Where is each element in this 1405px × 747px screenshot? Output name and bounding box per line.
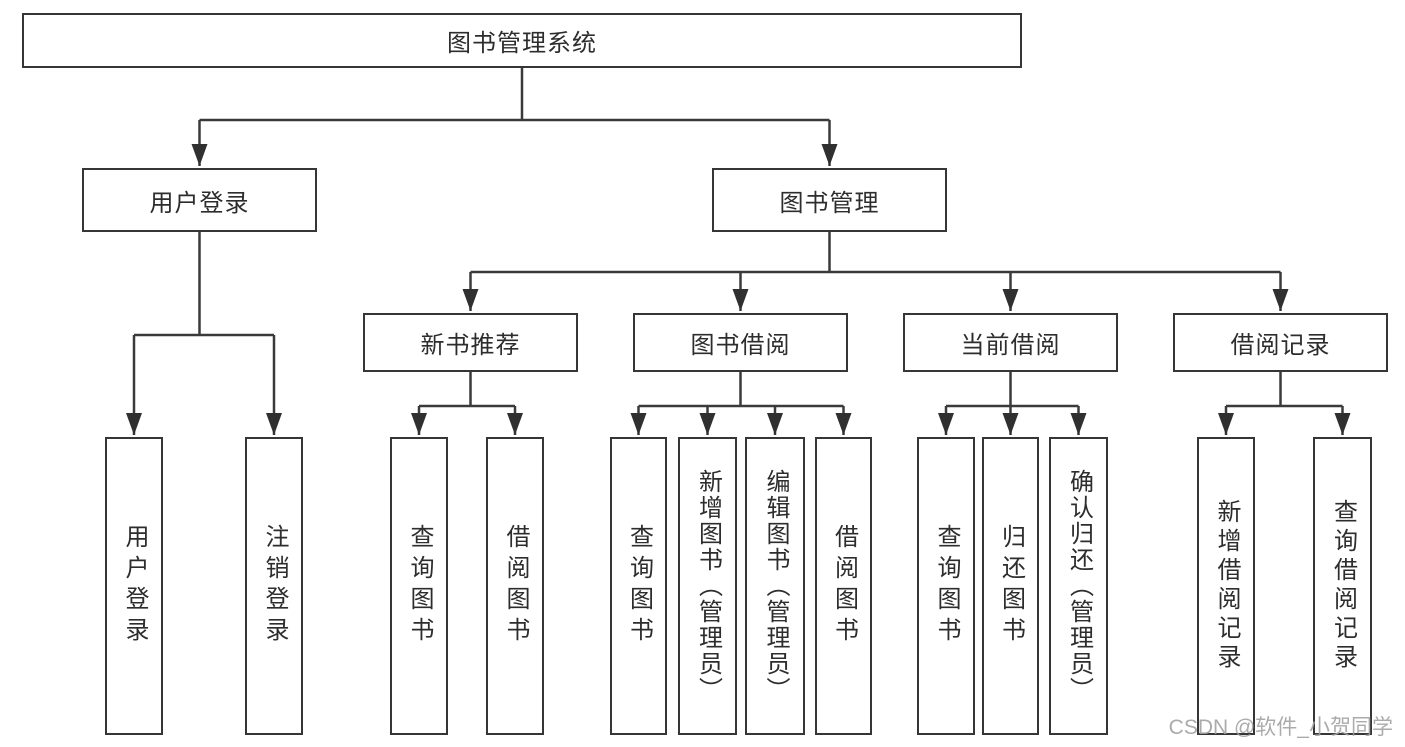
leaf-label: 查询图书 [625, 524, 653, 648]
node-label: 图书管理 [779, 189, 880, 217]
leaf-return-books: 归还图书 [982, 437, 1039, 735]
connector-user-login-children [126, 232, 282, 435]
leaf-label: 查询图书 [933, 524, 960, 648]
leaf-user-login: 用户登录 [105, 437, 163, 735]
csdn-watermark: CSDN @软件_小贺同学 [1168, 716, 1393, 739]
leaf-query-books-1: 查询图书 [390, 437, 448, 735]
leaf-label: 借阅图书 [830, 524, 858, 648]
leaf-label: 注销登录 [261, 524, 288, 648]
connector-borrow-records-children [1218, 372, 1351, 435]
node-label: 图书管理系统 [447, 30, 597, 57]
leaf-add-borrow-record: 新增借阅记录 [1197, 437, 1255, 735]
leaf-borrow-books-1: 借阅图书 [486, 437, 544, 735]
leaf-borrow-books-2: 借阅图书 [815, 437, 872, 735]
leaf-label: 查询图书 [406, 524, 433, 648]
node-borrow-records: 借阅记录 [1173, 313, 1388, 372]
leaf-label: 编辑图书（管理员） [762, 469, 789, 703]
leaf-query-books-2: 查询图书 [610, 437, 667, 735]
node-label: 当前借阅 [960, 332, 1061, 359]
connector-current-borrow-children [938, 372, 1087, 435]
leaf-edit-books-admin: 编辑图书（管理员） [745, 437, 805, 735]
leaf-label: 新增图书（管理员） [694, 469, 722, 703]
connector-root-to-level2 [191, 68, 838, 166]
node-book-borrow: 图书借阅 [633, 313, 848, 372]
node-label: 图书借阅 [690, 332, 791, 359]
node-label: 新书推荐 [420, 332, 521, 359]
node-label: 用户登录 [149, 189, 250, 217]
node-new-book-recommend: 新书推荐 [363, 313, 578, 372]
leaf-label: 查询借阅记录 [1329, 499, 1357, 673]
leaf-confirm-return-admin: 确认归还（管理员） [1049, 437, 1108, 735]
node-user-login: 用户登录 [82, 168, 317, 232]
leaf-query-borrow-record: 查询借阅记录 [1313, 437, 1372, 735]
leaf-label: 归还图书 [997, 524, 1025, 648]
leaf-logout: 注销登录 [245, 437, 303, 735]
leaf-label: 确认归还（管理员） [1065, 469, 1093, 703]
connector-book-borrow-children [630, 372, 852, 435]
node-current-borrow: 当前借阅 [903, 313, 1118, 372]
node-library-management-system: 图书管理系统 [22, 13, 1022, 68]
leaf-query-books-3: 查询图书 [917, 437, 975, 735]
connector-new-book-recommend-children [411, 372, 523, 435]
connector-book-management-children [462, 232, 1289, 311]
leaf-label: 用户登录 [121, 524, 148, 648]
leaf-label: 新增借阅记录 [1213, 499, 1240, 673]
leaf-add-books-admin: 新增图书（管理员） [678, 437, 737, 735]
node-label: 借阅记录 [1230, 332, 1331, 359]
leaf-label: 借阅图书 [502, 524, 529, 648]
node-book-management: 图书管理 [712, 168, 947, 232]
